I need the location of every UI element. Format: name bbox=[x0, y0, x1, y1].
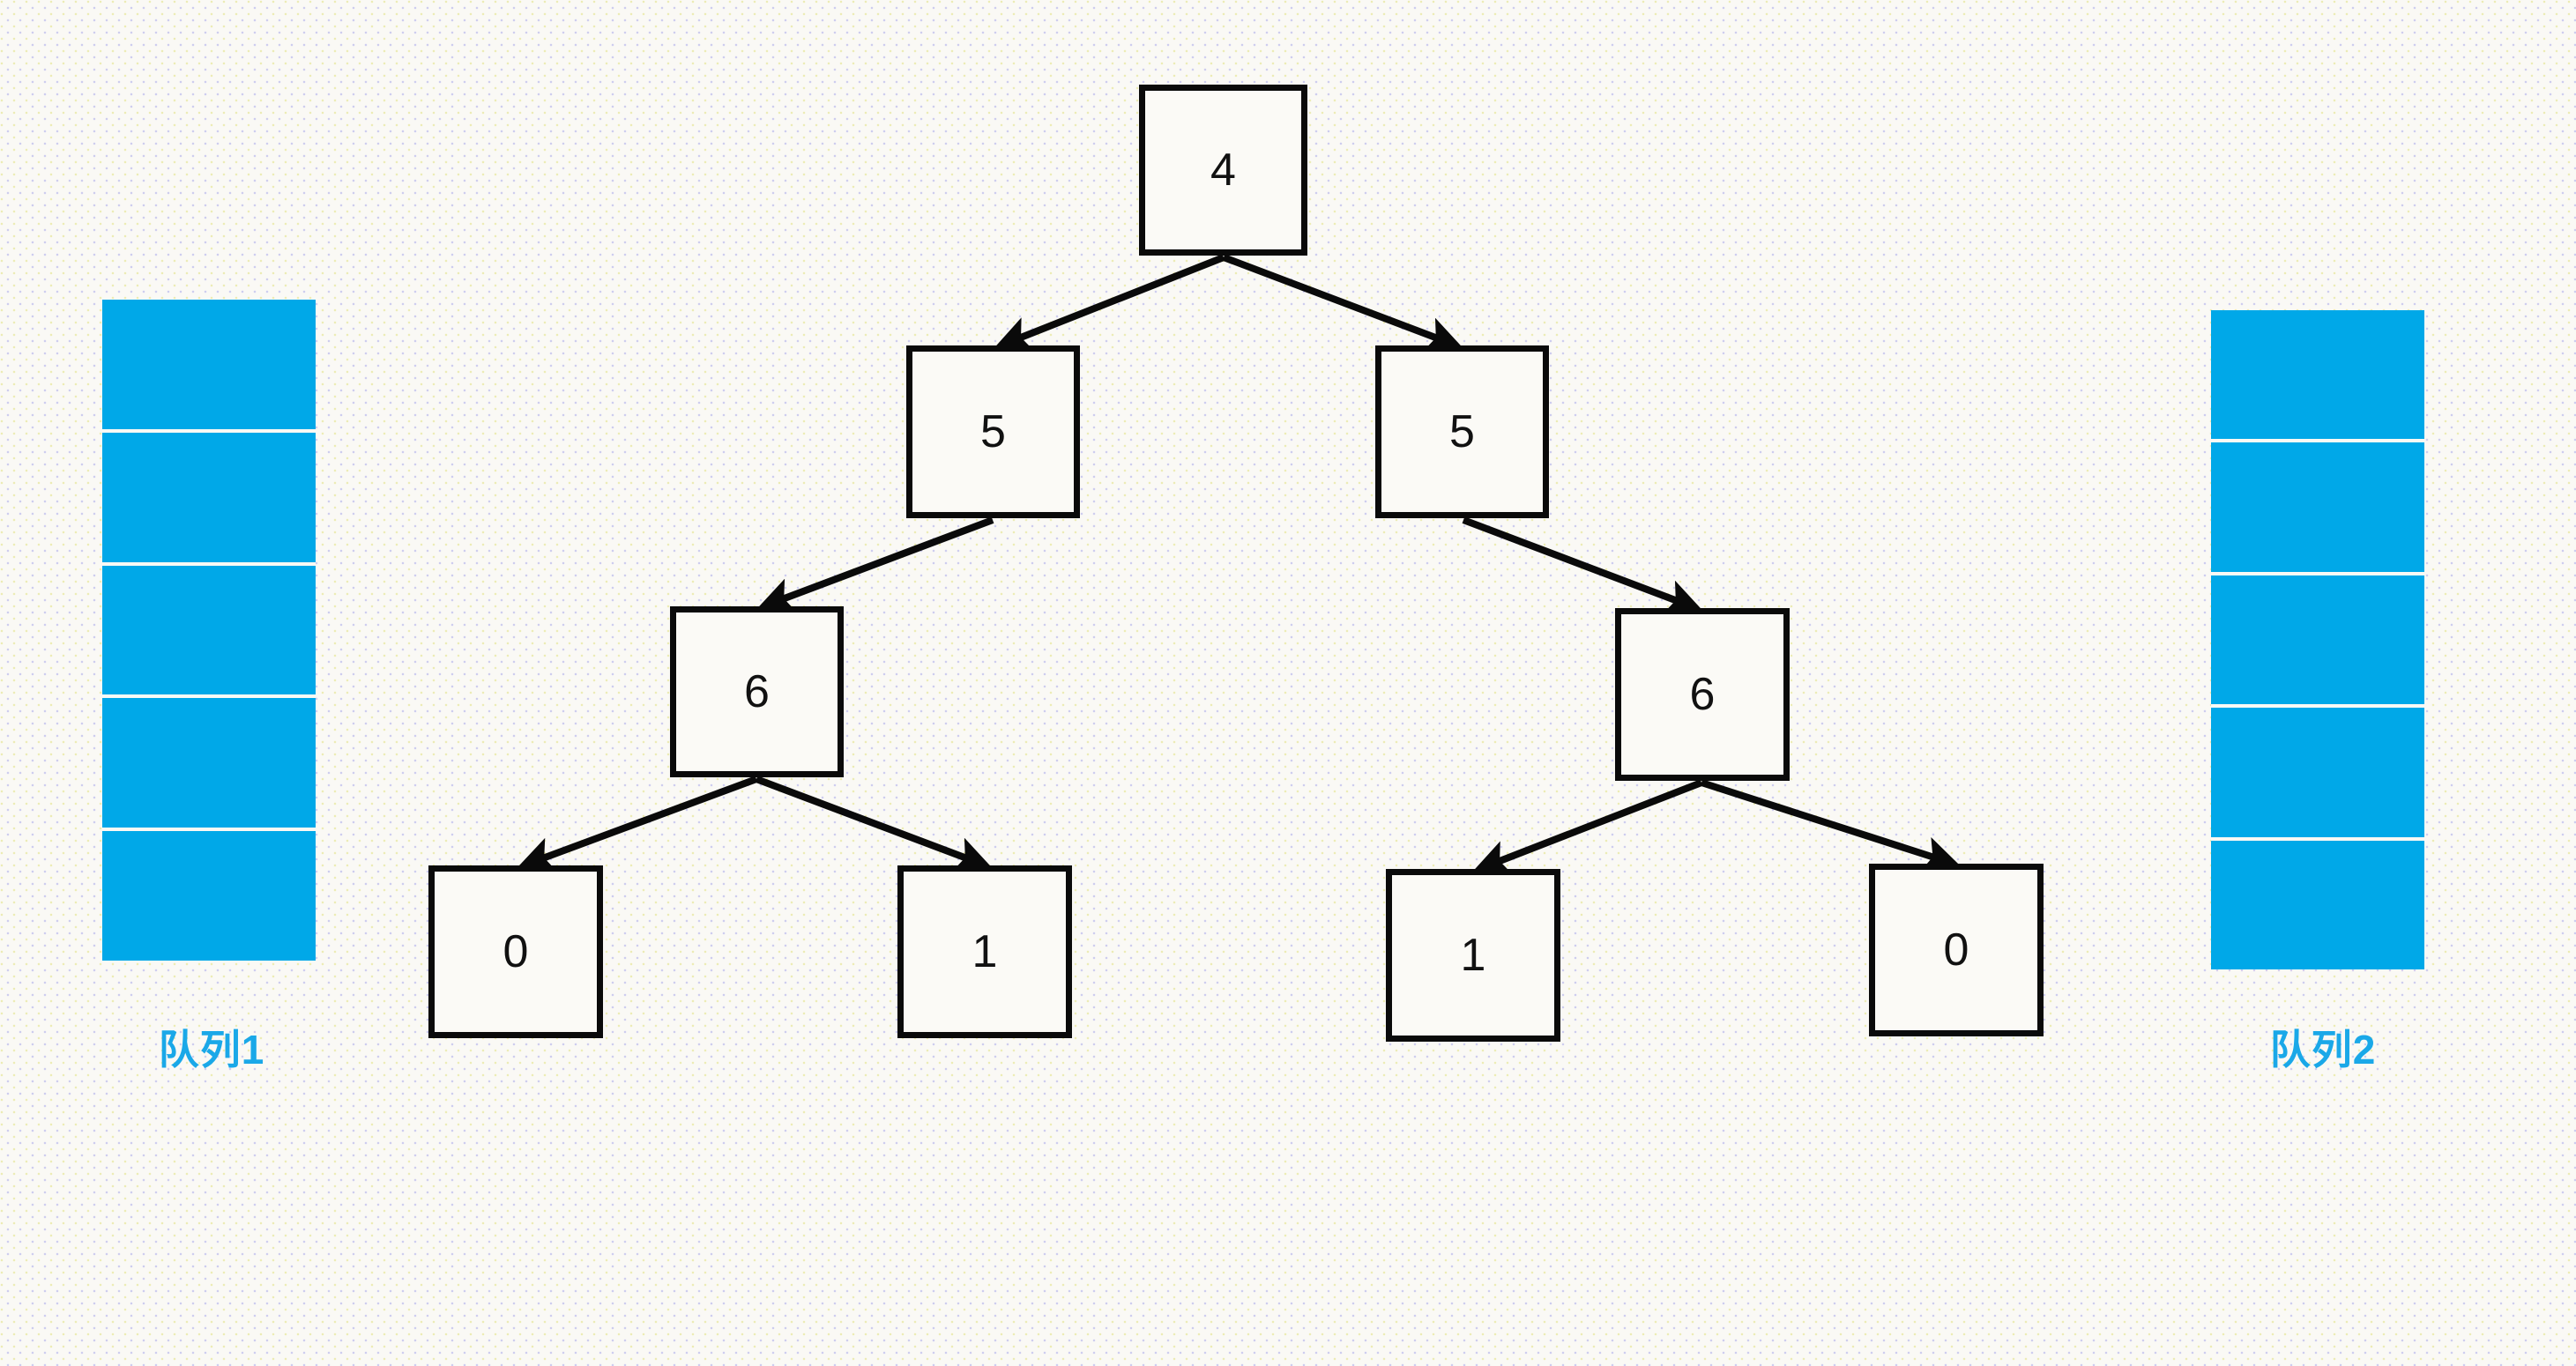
tree-node-right-6[interactable]: 6 bbox=[1615, 608, 1790, 781]
queue-right-cell[interactable] bbox=[2211, 840, 2424, 970]
queue-left-cell[interactable] bbox=[102, 432, 316, 566]
edge-root-to-left-5 bbox=[994, 254, 1225, 352]
queue-left-cell[interactable] bbox=[102, 831, 316, 961]
queue-left-label: 队列1 bbox=[158, 1027, 265, 1073]
edge-left-6-to-leaf-1 bbox=[755, 776, 993, 872]
queue-left-cell[interactable] bbox=[102, 300, 316, 433]
queue-left-cell[interactable] bbox=[102, 698, 316, 832]
queue-right-label: 队列2 bbox=[2269, 1027, 2377, 1073]
tree-node-root[interactable]: 4 bbox=[1139, 85, 1307, 256]
queue-right-cell[interactable] bbox=[2211, 310, 2424, 443]
tree-node-left-5[interactable]: 5 bbox=[906, 345, 1080, 518]
edge-left-6-to-leaf-0 bbox=[517, 776, 758, 872]
edge-right-6-to-leaf-0 bbox=[1700, 779, 1961, 872]
tree-node-leaf-0-right[interactable]: 0 bbox=[1869, 864, 2044, 1036]
edge-root-to-right-5 bbox=[1222, 254, 1463, 353]
tree-node-leaf-1-right[interactable]: 1 bbox=[1386, 869, 1560, 1042]
queue-left-cell[interactable] bbox=[102, 565, 316, 699]
edge-right-6-to-leaf-1 bbox=[1472, 779, 1703, 876]
edge-right-5-to-6 bbox=[1462, 516, 1703, 615]
queue-right-cell[interactable] bbox=[2211, 708, 2424, 841]
edge-left-5-to-6 bbox=[756, 516, 994, 613]
tree-node-right-5[interactable]: 5 bbox=[1375, 345, 1549, 518]
queue-left[interactable] bbox=[102, 300, 316, 961]
tree-node-leaf-1-left[interactable]: 1 bbox=[897, 865, 1072, 1038]
tree-node-leaf-0-left[interactable]: 0 bbox=[428, 865, 603, 1038]
queue-right-cell[interactable] bbox=[2211, 442, 2424, 575]
tree-node-left-6[interactable]: 6 bbox=[670, 606, 844, 777]
queue-right[interactable] bbox=[2211, 310, 2424, 970]
queue-right-cell[interactable] bbox=[2211, 575, 2424, 709]
